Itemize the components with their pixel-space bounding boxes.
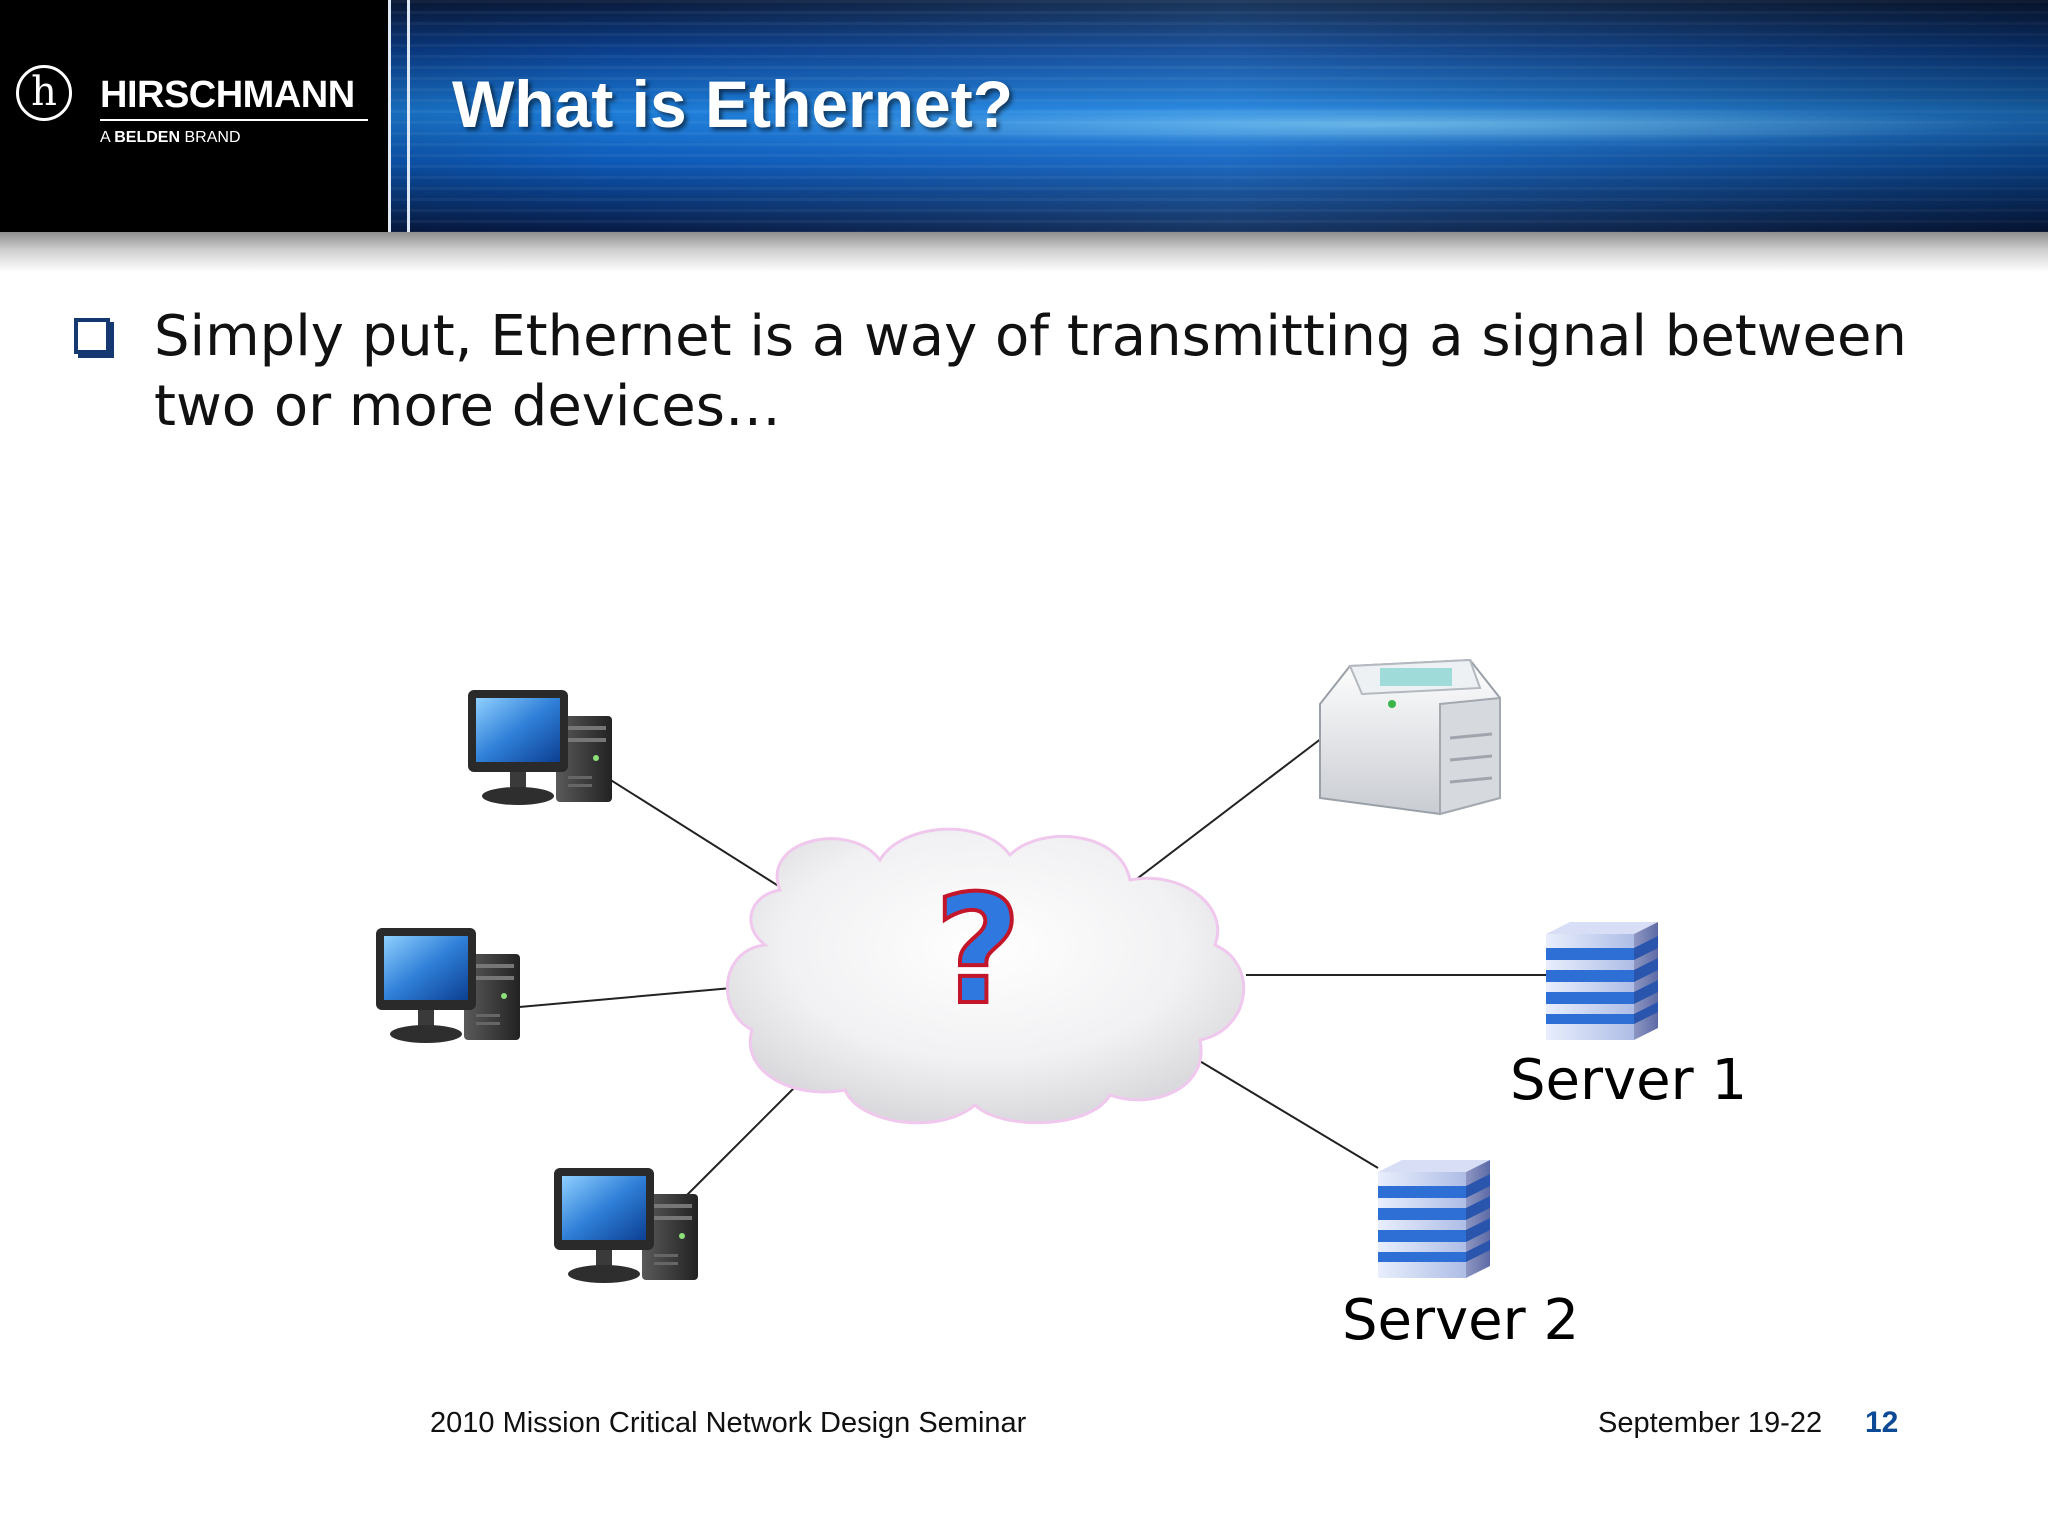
server-icon <box>1378 1160 1490 1278</box>
bullet-text: Simply put, Ethernet is a way of transmi… <box>154 304 1907 439</box>
center-question-mark: ? <box>934 864 1021 1038</box>
slide-header: h HIRSCHMANN A BELDEN BRAND What is Ethe… <box>0 0 2048 232</box>
link-pc-1 <box>597 771 789 893</box>
link-pc-3 <box>679 1081 801 1203</box>
brand-tag-strong: BELDEN <box>114 129 181 146</box>
server-icon <box>1546 922 1658 1040</box>
link-server-2 <box>1197 1059 1379 1169</box>
brand-tag-prefix: A <box>100 129 110 146</box>
brand-name: HIRSCHMANN <box>100 74 355 116</box>
brand-tag-suffix: BRAND <box>184 129 241 146</box>
footer-date: September 19-22 <box>1598 1407 1823 1439</box>
footer-seminar-name: 2010 Mission Critical Network Design Sem… <box>430 1407 1027 1439</box>
workstation-icon <box>468 690 612 805</box>
link-pc-2 <box>507 987 733 1009</box>
server-1-label: Server 1 <box>1510 1048 1748 1113</box>
printer-icon <box>1319 658 1501 816</box>
header-glow <box>380 95 2048 155</box>
network-cloud-icon <box>725 827 1246 1125</box>
brand-tagline: A BELDEN BRAND <box>100 129 241 147</box>
workstation-icon <box>376 928 520 1043</box>
hirschmann-logo-icon: h <box>16 65 72 121</box>
slide-title: What is Ethernet? <box>452 67 1014 141</box>
server-2-label: Server 2 <box>1342 1288 1580 1353</box>
logo-box: h HIRSCHMANN A BELDEN BRAND <box>0 0 388 232</box>
link-printer <box>1137 737 1323 879</box>
brand-rule <box>100 119 368 121</box>
workstation-icon <box>554 1168 698 1283</box>
header-divider <box>388 0 391 232</box>
header-divider <box>407 0 410 232</box>
page-number: 12 <box>1865 1406 1899 1439</box>
header-shadow <box>0 232 2048 272</box>
bullet-checkbox-icon <box>74 318 110 354</box>
connection-lines <box>507 737 1548 1203</box>
